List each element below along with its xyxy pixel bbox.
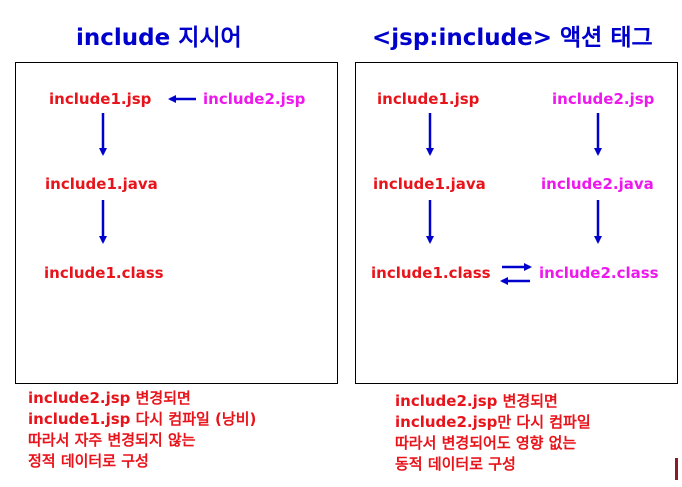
right-note-line: 동적 데이터로 구성 (395, 455, 516, 473)
left-include1-jsp: include1.jsp (49, 90, 152, 108)
left-include1-java: include1.java (45, 175, 158, 193)
right-note-line: include2.jsp 변경되면 (395, 392, 558, 410)
left-note-line: include1.jsp 다시 컴파일 (낭비) (28, 410, 257, 428)
right-include2-jsp: include2.jsp (552, 90, 655, 108)
right-include2-class: include2.class (539, 264, 659, 282)
left-include1-class: include1.class (44, 264, 164, 282)
left-note: include2.jsp 변경되면 include1.jsp 다시 컴파일 (낭… (28, 388, 256, 472)
left-panel (15, 62, 338, 384)
right-title: <jsp:include> 액션 태그 (372, 25, 653, 51)
right-include2-java: include2.java (541, 175, 654, 193)
right-panel (355, 62, 678, 384)
left-note-line: 정적 데이터로 구성 (28, 452, 149, 470)
left-include2-jsp: include2.jsp (203, 90, 306, 108)
text-cursor (675, 458, 678, 480)
right-include1-java: include1.java (373, 175, 486, 193)
right-include1-class: include1.class (371, 264, 491, 282)
left-note-line: 따라서 자주 변경되지 않는 (28, 431, 196, 449)
left-note-line: include2.jsp 변경되면 (28, 389, 191, 407)
right-note: include2.jsp 변경되면 include2.jsp만 다시 컴파일 따… (395, 391, 591, 475)
right-include1-jsp: include1.jsp (377, 90, 480, 108)
left-title: include 지시어 (76, 25, 242, 51)
right-note-line: 따라서 변경되어도 영향 없는 (395, 434, 577, 452)
right-note-line: include2.jsp만 다시 컴파일 (395, 413, 591, 431)
